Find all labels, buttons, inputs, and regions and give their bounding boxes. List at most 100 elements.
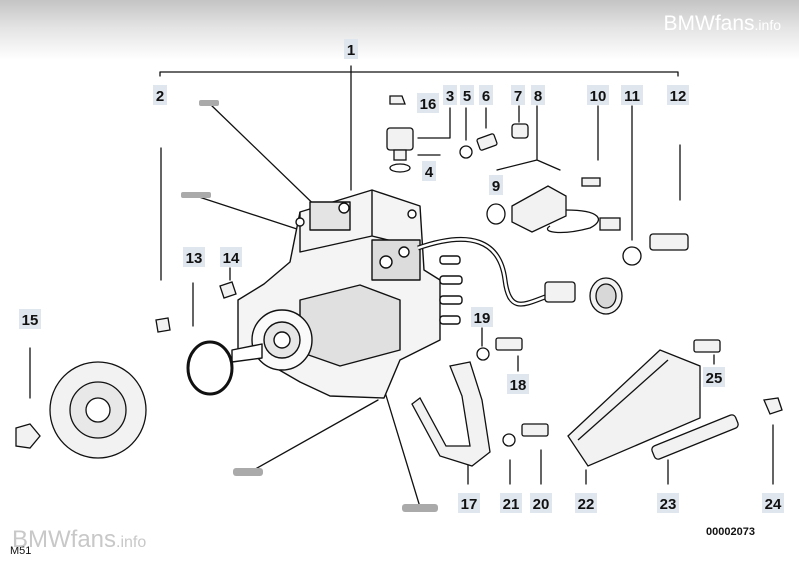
callout-20: 20 [530,493,552,513]
obscured-label [199,100,219,106]
obscured-label [402,504,438,512]
callout-background [703,367,725,387]
callout-background [500,493,522,513]
leader-3 [417,107,451,139]
callout-1: 1 [344,39,358,59]
union-6 [476,133,498,151]
callout-14: 14 [220,247,242,267]
callout-background [667,85,689,105]
sensor-wire [546,209,600,234]
bolt-10 [581,177,601,187]
callout-label: 12 [670,88,687,105]
callout-22: 22 [575,493,597,513]
callout-background [531,85,545,105]
callout-5: 5 [460,85,474,105]
callout-19: 19 [471,307,493,327]
bolt-25 [693,339,721,353]
callout-background [422,161,436,181]
callout-background [587,85,609,105]
callout-label: 19 [474,310,491,327]
callout-label: 17 [461,496,478,513]
callout-background [443,85,457,105]
nut-24-left [15,423,41,449]
callout-label: 25 [706,370,723,387]
callout-background [344,39,358,59]
callout-24: 24 [762,493,784,513]
stud-23 [651,414,739,460]
washer-19 [476,347,490,361]
callout-16: 16 [417,93,439,113]
callout-background [575,493,597,513]
obscured-label [233,468,263,476]
callout-background [417,93,439,113]
model-code: M51 [10,545,32,557]
callout-21: 21 [500,493,522,513]
callout-6: 6 [479,85,493,105]
callout-23: 23 [657,493,679,513]
callout-17: 17 [458,493,480,513]
callout-label: 2 [156,88,164,105]
callout-label: 4 [425,164,434,181]
callout-background [183,247,205,267]
ring-5 [459,145,473,159]
callout-13: 13 [183,247,205,267]
callout-12: 12 [667,85,689,105]
callout-25: 25 [703,367,725,387]
callout-label: 3 [446,88,454,105]
callout-10: 10 [587,85,609,105]
callout-8: 8 [531,85,545,105]
callout-background [507,374,529,394]
bolt-18 [495,337,523,351]
pressure-switch-3 [386,127,414,151]
callout-label: 9 [492,178,500,195]
callout-7: 7 [511,85,525,105]
callout-background [458,493,480,513]
bolt-20 [521,423,549,437]
watermark-bottom: BMWfans.info [12,526,147,553]
callout-label: 8 [534,88,542,105]
callout-label: 13 [186,250,203,267]
callout-label: 14 [223,250,240,267]
plug-connector [544,277,623,315]
support-22 [567,349,701,467]
callout-label: 10 [590,88,607,105]
washer-11 [622,246,642,266]
callout-label: 11 [624,88,640,105]
callout-background [489,175,503,195]
watermark-top: BMWfans.info [663,12,781,35]
callout-background [153,85,167,105]
callout-label: 22 [578,496,595,513]
callout-3: 3 [443,85,457,105]
group-bracket [159,71,679,77]
sensor-plug [599,217,621,231]
callout-label: 21 [503,496,520,513]
callout-label: 7 [514,88,522,105]
nut-24 [763,397,783,415]
callout-background [657,493,679,513]
callout-label: 1 [347,42,355,59]
o-ring-13 [186,340,234,396]
callout-label: 5 [463,88,471,105]
leader-hidden-1 [209,103,331,221]
leader-hidden-3 [249,399,379,473]
callout-background [530,493,552,513]
callout-2: 2 [153,85,167,105]
callout-label: 16 [420,96,437,113]
callout-18: 18 [507,374,529,394]
callout-background [460,85,474,105]
callout-background [471,307,493,327]
callout-label: 18 [510,377,527,394]
callout-4: 4 [422,161,436,181]
key-2 [155,317,171,333]
callout-label: 20 [533,496,550,513]
callout-background [511,85,525,105]
leader-hidden-2 [195,195,301,231]
callout-background [19,309,41,329]
sensor-8 [511,185,567,233]
diagram-code: 00002073 [706,526,755,538]
nut-16 [389,95,406,105]
obscured-label [181,192,211,198]
callout-9: 9 [489,175,503,195]
callout-label: 6 [482,88,490,105]
